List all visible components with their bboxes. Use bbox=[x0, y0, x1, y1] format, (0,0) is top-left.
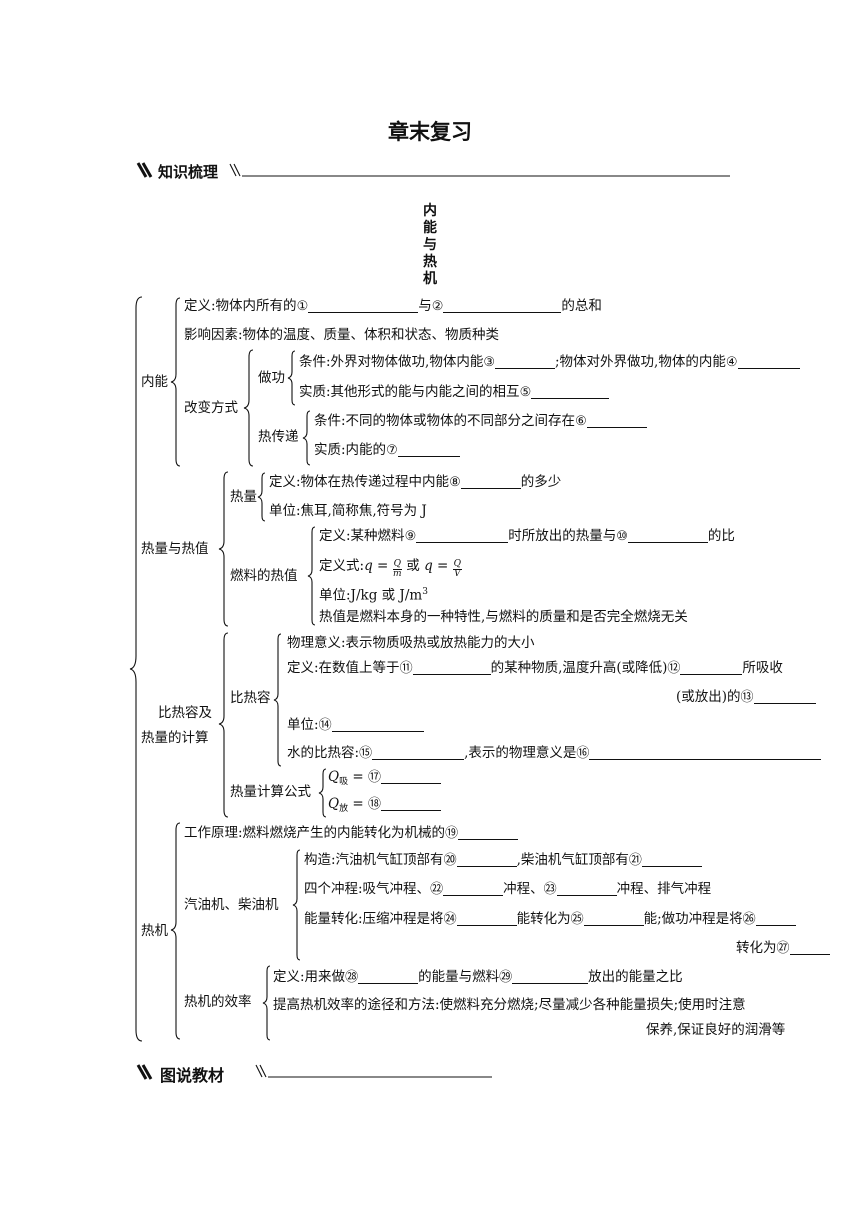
brace-heat-quantity bbox=[257, 472, 266, 522]
group-label-birongre-1: 比热容及 bbox=[158, 705, 212, 721]
blank-8[interactable] bbox=[460, 474, 521, 489]
blank-28[interactable] bbox=[358, 969, 419, 984]
heat-absorbed-formula: Q吸 = ⑰ bbox=[328, 768, 442, 791]
blank-7[interactable] bbox=[397, 442, 460, 457]
group-label-reji: 热机 bbox=[141, 923, 168, 939]
heat-quantity-label: 热量 bbox=[230, 489, 257, 505]
blank-1[interactable] bbox=[308, 298, 419, 313]
brace-reliang bbox=[218, 471, 229, 627]
work-condition: 条件:外界对物体做功,物体内能③;物体对外界做功,物体的内能④ bbox=[299, 353, 800, 372]
heat-transfer-label: 热传递 bbox=[258, 429, 299, 445]
blank-21[interactable] bbox=[641, 852, 702, 867]
blank-11[interactable] bbox=[412, 660, 491, 675]
blank-23[interactable] bbox=[556, 881, 617, 896]
section-title-textbook: 图说教材 bbox=[160, 1066, 225, 1085]
section-rule bbox=[255, 1064, 492, 1078]
work-label: 做功 bbox=[258, 370, 285, 386]
page-title: 章末复习 bbox=[388, 120, 472, 144]
heat-quantity-unit: 单位:焦耳,简称焦,符号为 J bbox=[269, 503, 427, 519]
blank-3[interactable] bbox=[495, 354, 555, 369]
blank-14[interactable] bbox=[331, 717, 424, 732]
fuel-value-unit: 单位:J/kg 或 J/m3 bbox=[319, 587, 428, 604]
fuel-value-label: 燃料的热值 bbox=[230, 568, 298, 584]
blank-26[interactable] bbox=[755, 911, 796, 926]
brace-heat-transfer bbox=[302, 410, 311, 466]
brace-efficiency bbox=[262, 965, 271, 1041]
root-label: 内能与热机 bbox=[423, 203, 437, 287]
section-slash-icon bbox=[136, 1064, 153, 1080]
blank-24[interactable] bbox=[456, 911, 517, 926]
brace-fuel-value bbox=[307, 526, 316, 626]
blank-17[interactable] bbox=[381, 769, 442, 784]
heat-released-formula: Q放 = ⑱ bbox=[328, 795, 442, 818]
section-slash-icon bbox=[136, 162, 153, 178]
change-methods-label: 改变方式 bbox=[184, 400, 238, 416]
blank-16[interactable] bbox=[589, 745, 822, 760]
specific-heat-definition-cont: (或放出)的⑬ bbox=[676, 688, 816, 707]
blank-15[interactable] bbox=[372, 745, 465, 760]
blank-13[interactable] bbox=[753, 689, 816, 704]
heat-transfer-condition: 条件:不同的物体或物体的不同部分之间存在⑥ bbox=[314, 412, 647, 431]
specific-heat-label: 比热容 bbox=[230, 690, 271, 706]
blank-19[interactable] bbox=[458, 825, 519, 840]
efficiency-label: 热机的效率 bbox=[184, 994, 252, 1010]
brace-reji bbox=[170, 822, 181, 1040]
brace-engines bbox=[292, 849, 301, 961]
work-essence: 实质:其他形式的能与内能之间的相互⑤ bbox=[299, 383, 610, 402]
fuel-value-note: 热值是燃料本身的一种特性,与燃料的质量和是否完全燃烧无关 bbox=[319, 609, 688, 625]
engine-energy-conversion-cont: 转化为㉗ bbox=[736, 939, 830, 958]
blank-10[interactable] bbox=[627, 528, 708, 543]
blank-6[interactable] bbox=[586, 413, 647, 428]
neineng-factors: 影响因素:物体的温度、质量、体积和状态、物质种类 bbox=[184, 327, 500, 343]
blank-9[interactable] bbox=[416, 528, 509, 543]
blank-25[interactable] bbox=[583, 911, 644, 926]
engines-label: 汽油机、柴油机 bbox=[184, 897, 279, 913]
blank-29[interactable] bbox=[512, 969, 589, 984]
brace-specific-heat bbox=[273, 633, 282, 767]
blank-22[interactable] bbox=[443, 881, 504, 896]
brace-change bbox=[243, 349, 254, 467]
blank-2[interactable] bbox=[443, 298, 562, 313]
brace-birongre bbox=[218, 632, 229, 818]
blank-18[interactable] bbox=[381, 796, 442, 811]
section-title-knowledge: 知识梳理 bbox=[158, 163, 219, 181]
brace-root bbox=[129, 296, 143, 1042]
section-rule bbox=[229, 163, 730, 177]
engine-structure: 构造:汽油机气缸顶部有⑳,柴油机气缸顶部有㉑ bbox=[304, 851, 702, 870]
specific-heat-unit: 单位:⑭ bbox=[287, 716, 424, 735]
specific-heat-meaning: 物理意义:表示物质吸热或放热能力的大小 bbox=[287, 635, 535, 651]
water-specific-heat: 水的比热容:⑮,表示的物理意义是⑯ bbox=[287, 744, 822, 763]
engine-principle: 工作原理:燃料燃烧产生的内能转化为机械的⑲ bbox=[184, 824, 519, 843]
blank-5[interactable] bbox=[531, 384, 610, 399]
brace-neineng bbox=[170, 297, 181, 467]
group-label-reliang: 热量与热值 bbox=[141, 541, 209, 557]
blank-20[interactable] bbox=[456, 852, 517, 867]
heat-transfer-essence: 实质:内能的⑦ bbox=[314, 441, 460, 460]
heat-formula-label: 热量计算公式 bbox=[230, 784, 311, 800]
brace-heat-formula bbox=[318, 768, 327, 818]
group-label-neineng: 内能 bbox=[141, 374, 168, 390]
blank-27[interactable] bbox=[789, 940, 830, 955]
brace-work bbox=[287, 350, 296, 406]
efficiency-improve: 提高热机效率的途径和方法:使燃料充分燃烧;尽量减少各种能量损失;使用时注意 bbox=[273, 997, 746, 1013]
blank-4[interactable] bbox=[737, 354, 800, 369]
group-label-birongre-2: 热量的计算 bbox=[141, 730, 209, 746]
blank-12[interactable] bbox=[680, 660, 743, 675]
efficiency-improve-cont: 保养,保证良好的润滑等 bbox=[646, 1022, 786, 1038]
